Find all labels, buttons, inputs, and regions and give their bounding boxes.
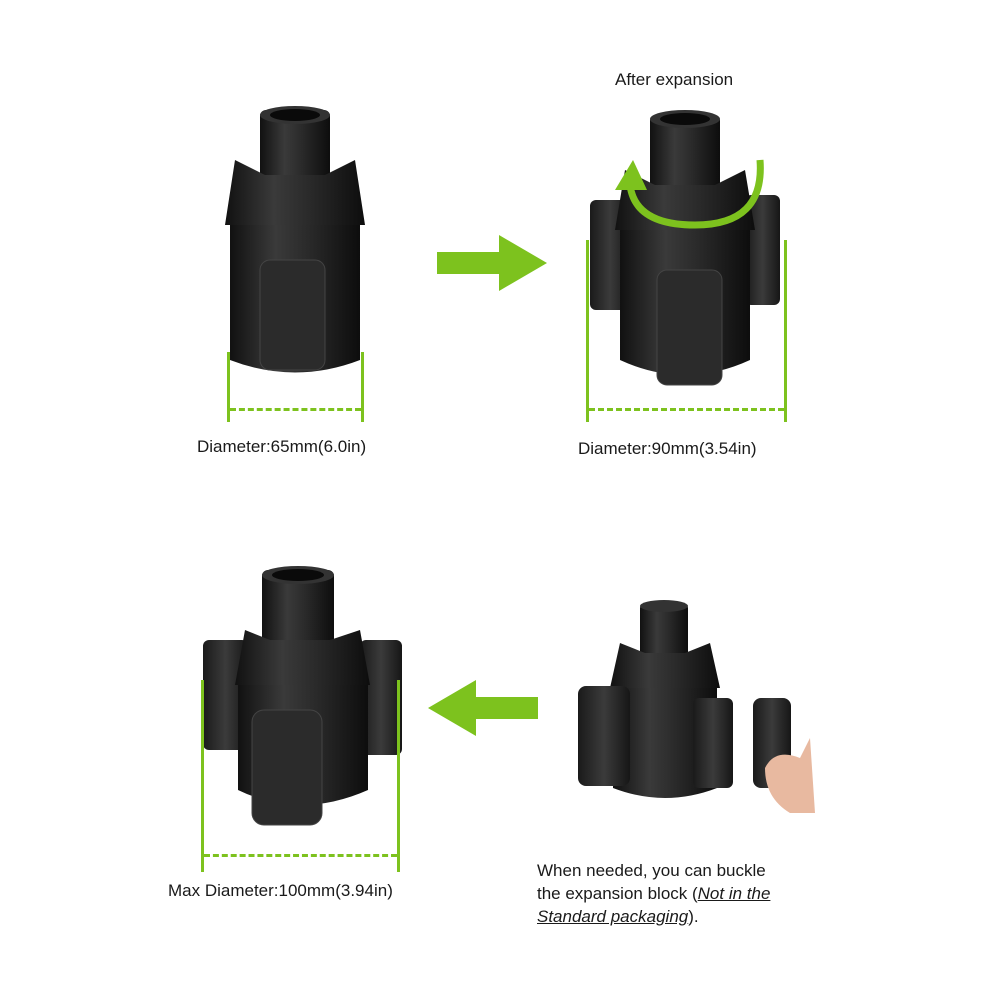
dimension-line-right (361, 352, 364, 422)
note-line: When needed, you can buckle (537, 861, 766, 880)
note-text: ). (688, 907, 699, 926)
diameter-label-max: Max Diameter:100mm(3.94in) (168, 881, 393, 900)
dimension-dashed-line (230, 408, 361, 411)
diameter-label-expanded: Diameter:90mm(3.54in) (578, 439, 757, 458)
dimension-line-left (586, 240, 589, 422)
dimension-line-right (784, 240, 787, 422)
arrow-left-icon (428, 680, 538, 736)
diameter-label-original: Diameter:65mm(6.0in) (197, 437, 367, 456)
note-emphasis: Not in the (697, 884, 771, 903)
dimension-dashed-line (589, 408, 784, 411)
note-line: Standard packaging). (537, 905, 770, 928)
note-text: the expansion block ( (537, 884, 698, 903)
product-original (225, 106, 365, 373)
dimension-line-right (397, 680, 400, 872)
note-emphasis: Standard packaging (537, 907, 689, 926)
expansion-block-note: When needed, you can buckle the expansio… (537, 859, 770, 928)
product-expanded (590, 110, 780, 386)
product-with-expansion-block (578, 600, 815, 813)
hand-icon (765, 738, 815, 813)
rotate-arrow-icon (626, 159, 764, 229)
arrow-right-icon (437, 235, 547, 291)
dimension-line-left (201, 680, 204, 872)
note-line: the expansion block (Not in the (537, 882, 770, 905)
product-max (203, 566, 402, 826)
dimension-line-left (227, 352, 230, 422)
dimension-dashed-line (204, 854, 397, 857)
after-expansion-caption: After expansion (615, 70, 734, 89)
